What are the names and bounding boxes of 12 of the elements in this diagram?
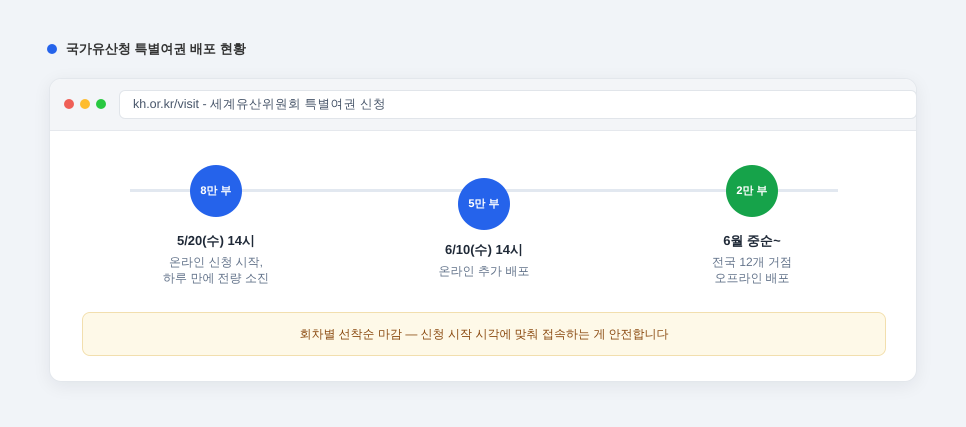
notice-banner: 회차별 선착순 마감 — 신청 시작 시각에 맞춰 접속하는 게 안전합니다 [82,312,886,356]
address-bar: kh.or.kr/visit - 세계유산위원회 특별여권 신청 [119,90,916,119]
milestone-date: 5/20(수) 14시 [176,232,256,250]
milestone-circle: 8만 부 [190,165,242,217]
heading: 국가유산청 특별여권 배포 현황 [66,40,246,58]
milestone-description: 온라인 신청 시작, 하루 만에 전량 소진 [162,254,270,286]
milestone-date: 6월 중순~ [723,232,781,250]
milestone-description: 온라인 추가 배포 [438,263,530,279]
milestone-circle: 5만 부 [458,178,510,230]
milestone-date: 6/10(수) 14시 [444,241,524,259]
milestone-circle: 2만 부 [726,165,778,217]
milestone-description: 전국 12개 거점 오프라인 배포 [710,254,793,286]
